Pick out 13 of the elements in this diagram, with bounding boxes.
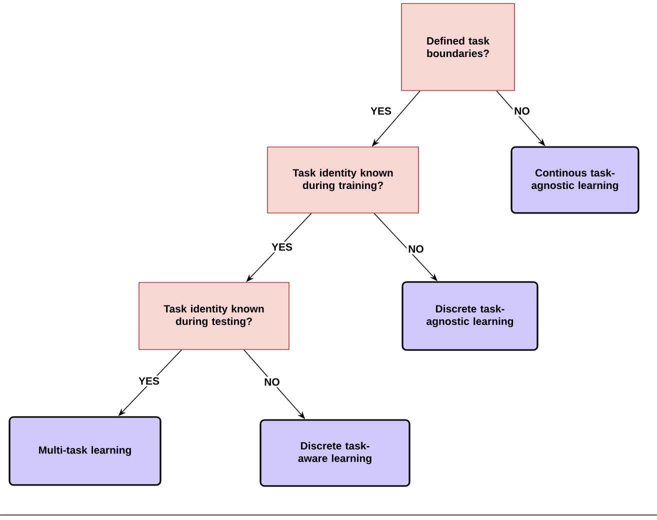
edge-label: YES (369, 106, 393, 116)
edge-label: NO (406, 244, 426, 254)
outcome-box: Multi-task learning (8, 416, 162, 486)
edge-label: NO (512, 106, 532, 116)
edge-label: YES (137, 376, 161, 386)
decision-box: Task identity known during training? (267, 146, 419, 214)
outcome-box: Discrete task-aware learning (260, 419, 410, 487)
outcome-box: Continous task-agnostic learning (510, 146, 640, 214)
edge-label: YES (270, 242, 294, 252)
decision-box: Defined task boundaries? (401, 3, 515, 91)
edge-label: NO (262, 376, 282, 388)
outcome-box: Discrete task-agnostic learning (402, 281, 538, 351)
decision-box: Task identity known during testing? (138, 282, 290, 350)
